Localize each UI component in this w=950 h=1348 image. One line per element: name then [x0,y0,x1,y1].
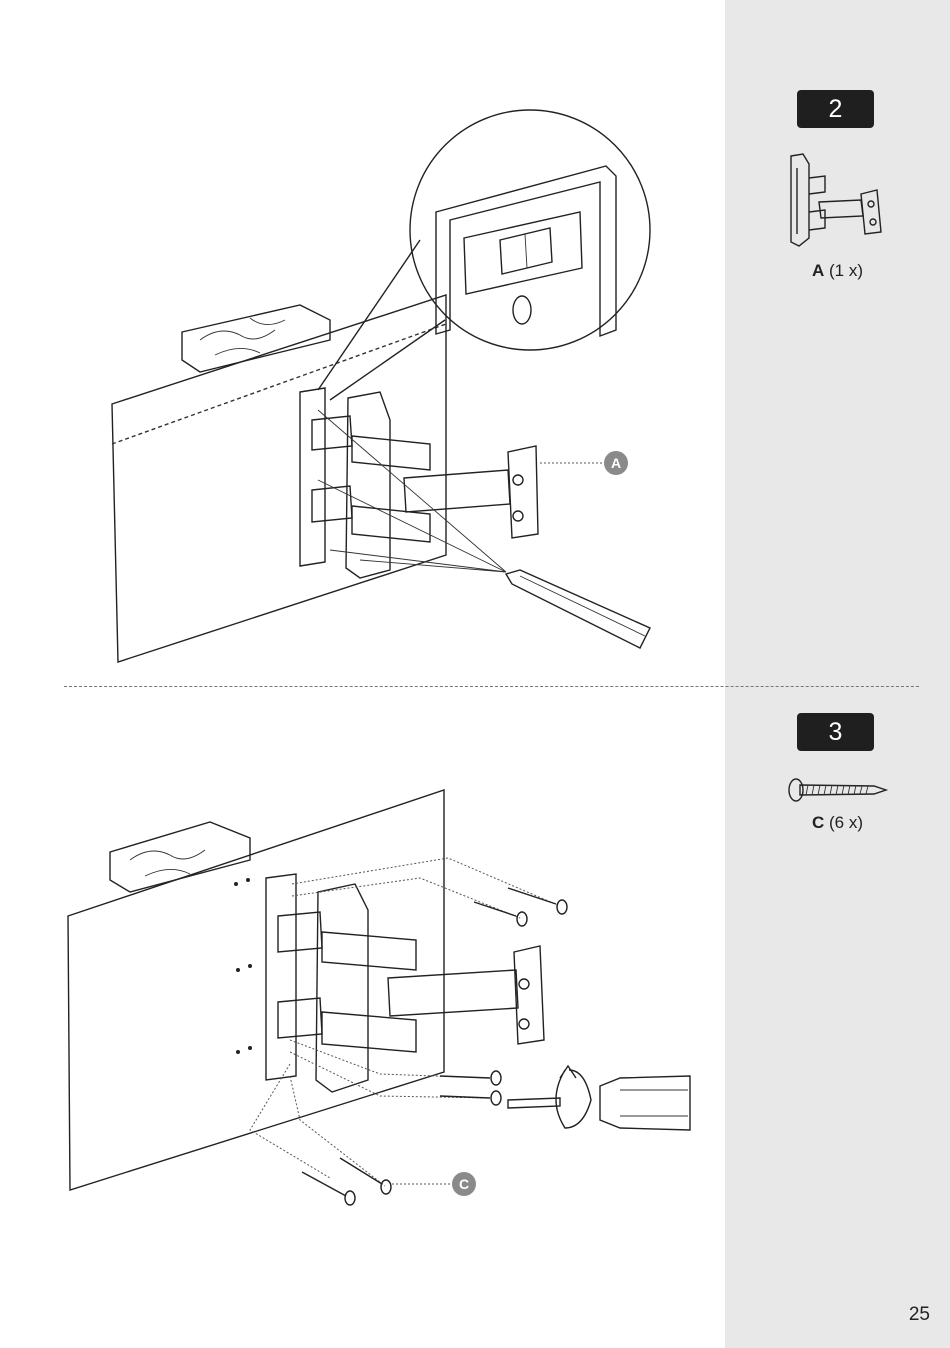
wall-panel [68,790,444,1190]
screw [340,1158,391,1194]
screw [440,1091,501,1105]
part-c-label: C (6 x) [760,813,915,833]
wood-stud-icon [110,822,250,892]
svg-text:C: C [459,1176,469,1192]
step-2-badge: 2 [797,90,874,128]
screw [474,902,527,926]
wall-mount-bracket-icon [785,150,895,250]
screw [508,888,567,914]
page-number: 25 [880,1304,930,1326]
rotation-arrow-icon [556,1066,591,1128]
callout-c: C [452,1172,476,1196]
screws-group [302,888,567,1205]
drill-holes [234,878,252,1054]
step-3-illustration: C [0,0,725,1348]
part-a-label: A (1 x) [760,261,915,281]
step-3-badge: 3 [797,713,874,751]
mounting-bracket [266,874,544,1092]
screwdriver-icon [508,1076,690,1130]
screw [440,1071,501,1085]
screw-icon [786,776,890,806]
